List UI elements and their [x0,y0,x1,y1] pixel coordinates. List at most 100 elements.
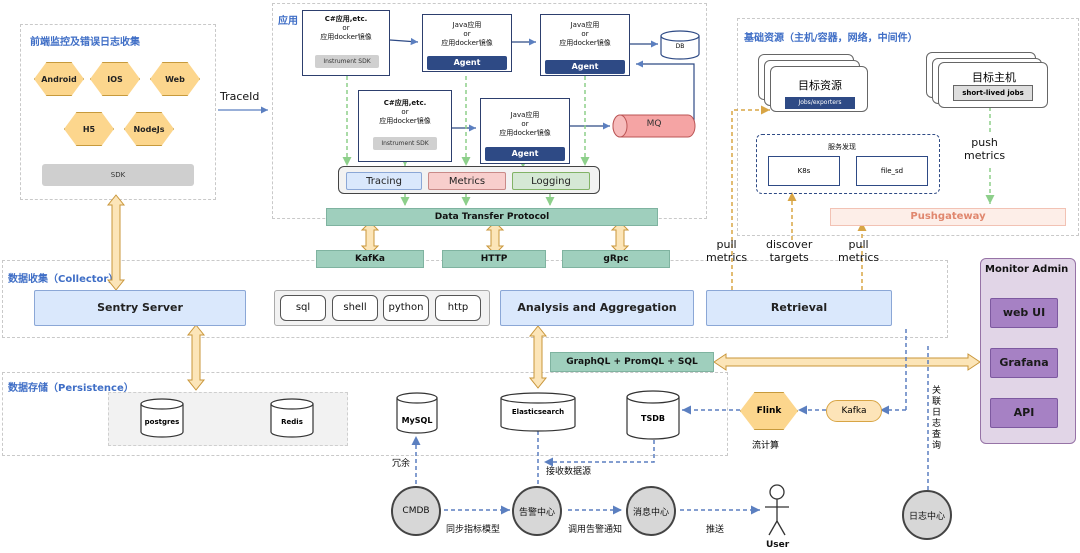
mq-queue-shape [612,114,696,138]
lang-python: python [383,295,429,321]
traceid-label: TraceId [220,90,260,103]
lang-http: http [435,295,481,321]
redundant-label: 冗余 [392,459,411,469]
redis-db-shape [270,398,314,438]
mysql-label: MySQL [401,416,433,425]
user-figure [765,484,789,536]
stream-compute-label: 流计算 [752,441,780,451]
java-app-2-or: or [581,30,589,38]
infra-zone-title: 基础资源（主机/容器，网络，中间件） [744,33,918,44]
tsdb-label: TSDB [641,414,665,423]
pull-metrics-right-label: pull metrics [838,238,880,264]
target-resource-card: 目标资源 Jobs/exporters [770,66,868,112]
collector-zone-title: 数据收集（Collector） [8,274,119,285]
alert-center-label: 告警中心 [518,507,555,518]
alert-center-node: 告警中心 [512,486,562,536]
k8s-box: K8s [768,156,840,186]
target-resource-label: 目标资源 [798,79,842,92]
agent-3: Agent [485,147,565,161]
java-app-1-title: Java应用 [452,21,482,29]
csharp-app-top-docker: 应用docker镜像 [320,33,372,41]
transport-http: HTTP [442,250,546,268]
call-notify-label: 调用告警通知 [568,525,623,535]
monitor-admin-title: Monitor Admin [985,264,1069,275]
tsdb-db: TSDB [626,390,680,440]
instrument-sdk-top: Instrument SDK [315,55,379,68]
flink-label: Flink [756,406,782,416]
push-metrics-label: push metrics [964,136,1006,162]
java-app-3-docker: 应用docker镜像 [499,129,551,137]
java-app-2-docker: 应用docker镜像 [559,39,611,47]
frontend-zone-title: 前端监控及错误日志收集 [30,37,140,48]
cmdb-node: CMDB [391,486,441,536]
redis-db: Redis [270,398,314,438]
db-label: DB [675,43,685,50]
lang-sql: sql [280,295,326,321]
pull-arrows [731,105,867,290]
csharp-app-bottom-or: or [401,108,409,116]
java-app-3-or: or [521,120,529,128]
java-app-1-docker: 应用docker镜像 [441,39,493,47]
mq-label: MQ [646,119,662,129]
short-lived-badge: short-lived jobs [953,85,1033,101]
flink-hex: Flink [740,392,798,430]
java-app-2: Java应用 or 应用docker镜像 Agent [540,14,630,76]
persistence-zone [2,372,728,456]
transport-kafka: KafKa [316,250,424,268]
bidirectional-arrows [106,194,981,391]
cmdb-label: CMDB [402,506,430,516]
mq-queue: MQ [612,114,696,138]
metrics-box: Metrics [428,172,506,190]
instrument-sdk-bottom: Instrument SDK [373,137,437,150]
elasticsearch-label: Elasticsearch [511,408,565,416]
agent-1: Agent [427,56,507,70]
instrumentation-arrows [342,76,995,206]
infra-zone [737,18,1079,236]
web-ui-button[interactable]: web UI [990,298,1058,328]
kafka-label: Kafka [841,406,867,416]
apps-zone-title: 应用 [278,16,298,27]
mysql-db: MySQL [396,392,438,434]
sentry-server-box: Sentry Server [34,290,246,326]
lang-shell: shell [332,295,378,321]
sdk-bar: SDK [42,164,194,186]
api-button[interactable]: API [990,398,1058,428]
target-host-label: 目标主机 [972,71,1016,84]
csharp-app-bottom: C#应用,etc. or 应用docker镜像 Instrument SDK [358,90,452,162]
postgres-db: postgres [140,398,184,438]
sync-model-label: 同步指标模型 [446,525,501,535]
java-app-3-title: Java应用 [510,111,540,119]
logging-box: Logging [512,172,590,190]
analysis-aggregation-box: Analysis and Aggregation [500,290,694,326]
jobs-exporters-badge: Jobs/exporters [785,97,855,109]
mysql-db-shape [396,392,438,434]
h5-hex: H5 [64,112,114,146]
pull-metrics-left-label: pull metrics [706,238,748,264]
graphql-promql-sql-bar: GraphQL + PromQL + SQL [550,352,714,372]
receive-source-label: 接收数据源 [546,467,592,477]
tracing-box: Tracing [346,172,422,190]
log-center-node: 日志中心 [902,490,952,540]
csharp-app-bottom-docker: 应用docker镜像 [379,117,431,125]
agent-2: Agent [545,60,625,74]
grafana-button[interactable]: Grafana [990,348,1058,378]
java-app-3: Java应用 or 应用docker镜像 Agent [480,98,570,164]
service-discovery-group [756,134,940,194]
csharp-app-top-title: C#应用,etc. [324,15,368,23]
csharp-app-top: C#应用,etc. or 应用docker镜像 Instrument SDK [302,10,390,76]
message-center-node: 消息中心 [626,486,676,536]
persistence-zone-title: 数据存储（Persistence） [8,383,134,394]
java-app-1: Java应用 or 应用docker镜像 Agent [422,14,512,72]
transport-grpc: gRpc [562,250,670,268]
user-label: User [766,540,790,550]
java-app-1-or: or [463,30,471,38]
postgres-label: postgres [144,418,180,426]
csharp-app-top-or: or [342,24,350,32]
postgres-db-shape [140,398,184,438]
push-label: 推送 [706,525,725,535]
app-flow-arrows [389,37,695,132]
java-app-2-title: Java应用 [570,21,600,29]
discover-targets-label: discover targets [766,238,813,264]
tsdb-db-shape [626,390,680,440]
